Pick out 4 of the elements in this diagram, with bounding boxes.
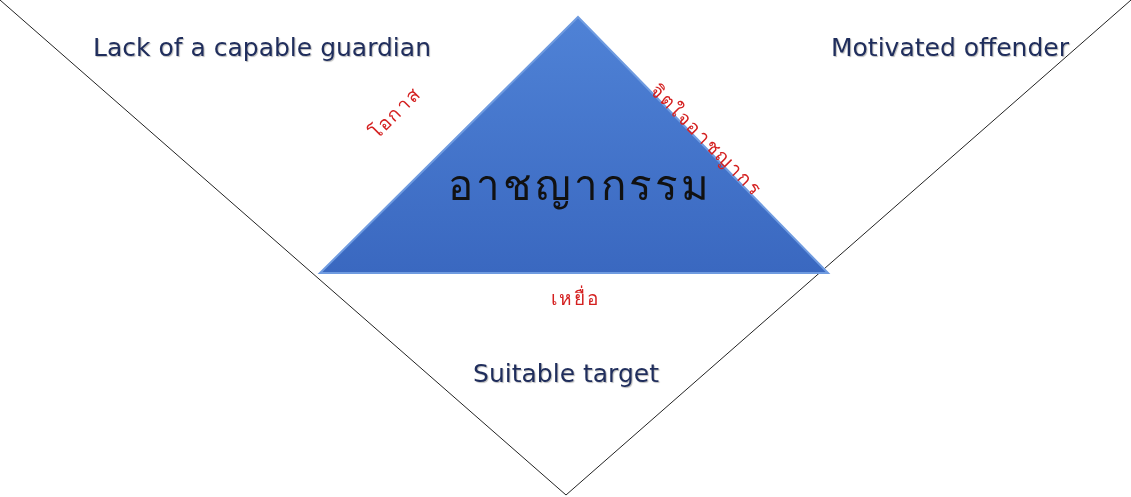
side-label: เหยื่อ [550,284,600,311]
corner-label: Motivated offender [831,32,1069,62]
corner-label: Lack of a capable guardian [93,32,431,62]
corner-label: Suitable target [473,358,659,388]
